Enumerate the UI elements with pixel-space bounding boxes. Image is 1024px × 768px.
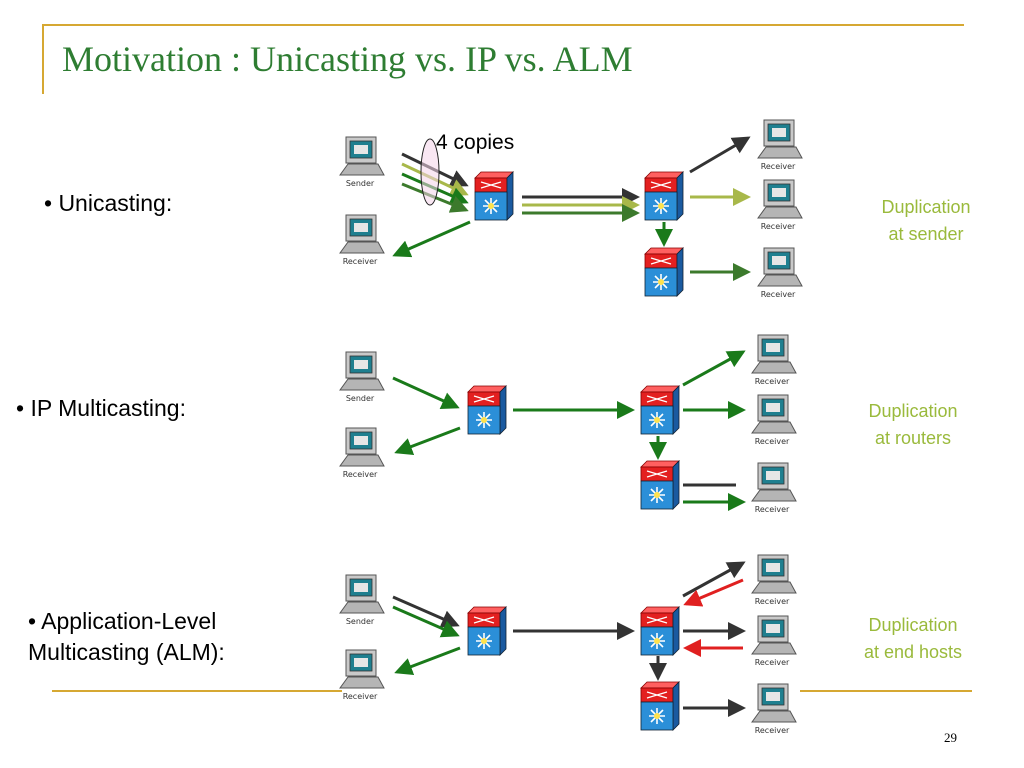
unicasting-label: • Unicasting: <box>44 188 172 219</box>
receiver-computer-icon: Receiver <box>751 615 797 667</box>
receiver-label: Receiver <box>343 257 378 266</box>
alm-label: • Application-Level Multicasting (ALM): <box>28 606 225 668</box>
receiver-label: Receiver <box>755 597 790 606</box>
receiver-computer-icon: Receiver <box>757 247 803 299</box>
receiver-computer-icon: Receiver <box>751 334 797 386</box>
receiver-computer-icon: Receiver <box>751 394 797 446</box>
sender-label: Sender <box>346 394 375 403</box>
duplication-line-2: at sender <box>888 224 964 244</box>
sender-label: Sender <box>346 617 375 626</box>
bottom-accent-line-right <box>800 690 972 692</box>
receiver-computer-icon: Receiver <box>757 119 803 171</box>
router-icon <box>644 171 684 221</box>
sender-computer-icon: Sender <box>339 574 385 626</box>
receiver-label: Receiver <box>755 505 790 514</box>
receiver-label: Receiver <box>755 658 790 667</box>
duplication-at-sender: Duplication at sender <box>856 194 996 248</box>
router-icon <box>640 385 680 435</box>
duplication-at-routers: Duplication at routers <box>843 398 983 452</box>
page-number: 29 <box>944 730 957 745</box>
router-icon <box>474 171 514 221</box>
receiver-label: Receiver <box>755 726 790 735</box>
arrow <box>682 350 746 387</box>
receiver-computer-icon: Receiver <box>339 649 385 701</box>
receiver-computer-icon: Receiver <box>751 462 797 514</box>
unicasting-label-line: • Unicasting: <box>44 190 173 216</box>
alm-label-line-1: • Application-Level <box>28 608 217 634</box>
receiver-label: Receiver <box>755 377 790 386</box>
duplication-line-1: Duplication <box>868 401 958 421</box>
duplication-line-1: Duplication <box>881 197 971 217</box>
bottom-accent-line-left <box>52 690 342 692</box>
receiver-label: Receiver <box>761 290 796 299</box>
arrow <box>683 578 744 607</box>
copies-label: 4 copies <box>436 131 515 154</box>
ip-multicasting-label-line: • IP Multicasting: <box>16 395 186 421</box>
receiver-computer-icon: Receiver <box>339 427 385 479</box>
arrow <box>689 136 751 174</box>
arrow <box>392 595 460 628</box>
router-icon <box>640 606 680 656</box>
receiver-computer-icon: Receiver <box>339 214 385 266</box>
receiver-label: Receiver <box>761 222 796 231</box>
receiver-computer-icon: Receiver <box>751 554 797 606</box>
duplication-line-1: Duplication <box>868 615 958 635</box>
slide-title: Motivation : Unicasting vs. IP vs. ALM <box>62 39 633 79</box>
arrow <box>392 220 471 258</box>
copies-ellipse <box>420 138 440 206</box>
receiver-computer-icon: Receiver <box>751 683 797 735</box>
router-icon <box>640 681 680 731</box>
receiver-label: Receiver <box>343 692 378 701</box>
arrow <box>392 605 460 638</box>
sender-computer-icon: Sender <box>339 136 385 188</box>
alm-label-line-2: Multicasting (ALM): <box>28 639 225 665</box>
duplication-line-2: at end hosts <box>863 642 963 662</box>
duplication-line-2: at routers <box>874 428 952 448</box>
receiver-computer-icon: Receiver <box>757 179 803 231</box>
top-accent-line <box>42 24 964 26</box>
duplication-at-end-hosts: Duplication at end hosts <box>843 612 983 666</box>
router-icon <box>467 606 507 656</box>
arrow <box>394 646 461 676</box>
left-accent-line <box>42 24 44 94</box>
sender-label: Sender <box>346 179 375 188</box>
router-icon <box>640 460 680 510</box>
arrow <box>394 426 461 456</box>
sender-computer-icon: Sender <box>339 351 385 403</box>
router-icon <box>644 247 684 297</box>
router-icon <box>467 385 507 435</box>
ip-multicasting-label: • IP Multicasting: <box>16 393 186 424</box>
receiver-label: Receiver <box>755 437 790 446</box>
receiver-label: Receiver <box>343 470 378 479</box>
arrow <box>392 376 460 410</box>
receiver-label: Receiver <box>761 162 796 171</box>
